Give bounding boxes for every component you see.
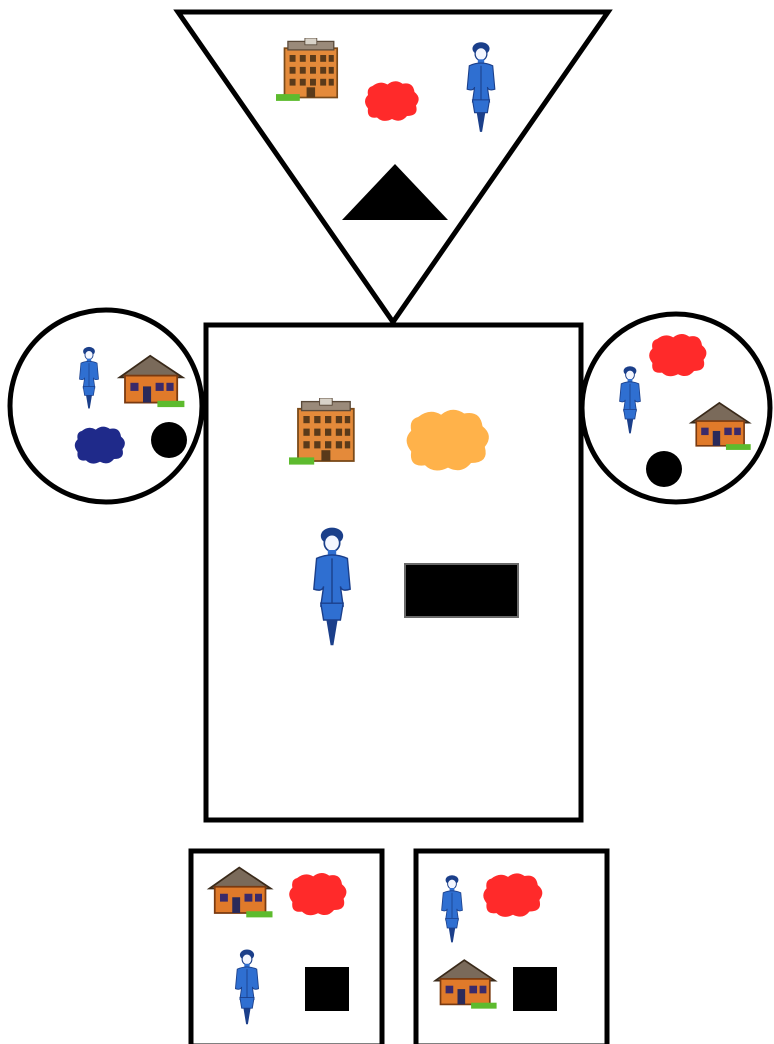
black-triangle — [342, 164, 448, 220]
building-icon — [287, 398, 355, 466]
black-circle — [151, 422, 187, 458]
square-outline — [188, 848, 385, 1044]
orange-blob — [406, 409, 489, 471]
black-circle — [646, 451, 682, 487]
bottom-left-square-frame — [188, 848, 385, 1044]
center-rectangle-frame — [203, 322, 584, 823]
left-circle-frame — [7, 307, 205, 505]
bottom-right-square-frame — [413, 848, 610, 1044]
right-circle-frame — [579, 311, 773, 505]
red-blob — [483, 873, 543, 917]
black-square — [305, 967, 349, 1011]
circle-outline — [579, 311, 773, 505]
building-icon — [275, 38, 339, 102]
navy-blob — [74, 426, 125, 464]
red-blob — [365, 81, 419, 121]
red-blob — [649, 333, 707, 377]
rectangle-outline — [203, 322, 584, 823]
black-square — [513, 967, 557, 1011]
red-blob — [289, 872, 347, 916]
top-triangle-frame — [173, 9, 613, 327]
black-rectangle — [404, 563, 519, 618]
